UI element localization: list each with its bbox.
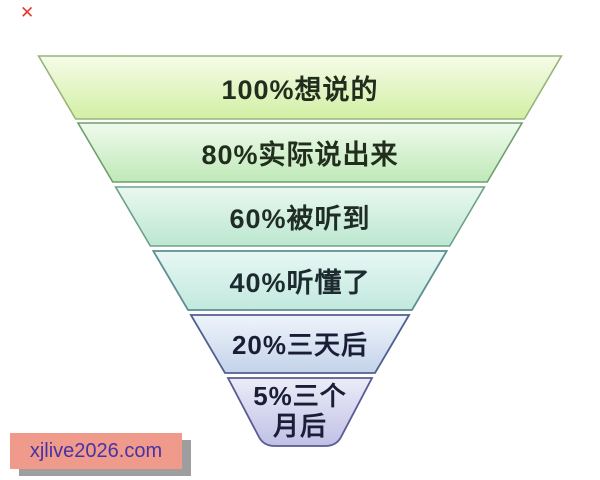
funnel-segment-2 (76, 122, 524, 183)
watermark-text: xjlive2026.com (29, 439, 163, 462)
red-x-mark: ✕ (20, 3, 35, 22)
funnel-segment-4 (151, 250, 449, 311)
funnel-segment-6 (226, 377, 374, 447)
funnel-segment-5 (189, 314, 411, 374)
watermark: xjlive2026.com (10, 433, 182, 469)
funnel-segment-3 (114, 186, 486, 247)
funnel-segment-1 (37, 55, 563, 120)
